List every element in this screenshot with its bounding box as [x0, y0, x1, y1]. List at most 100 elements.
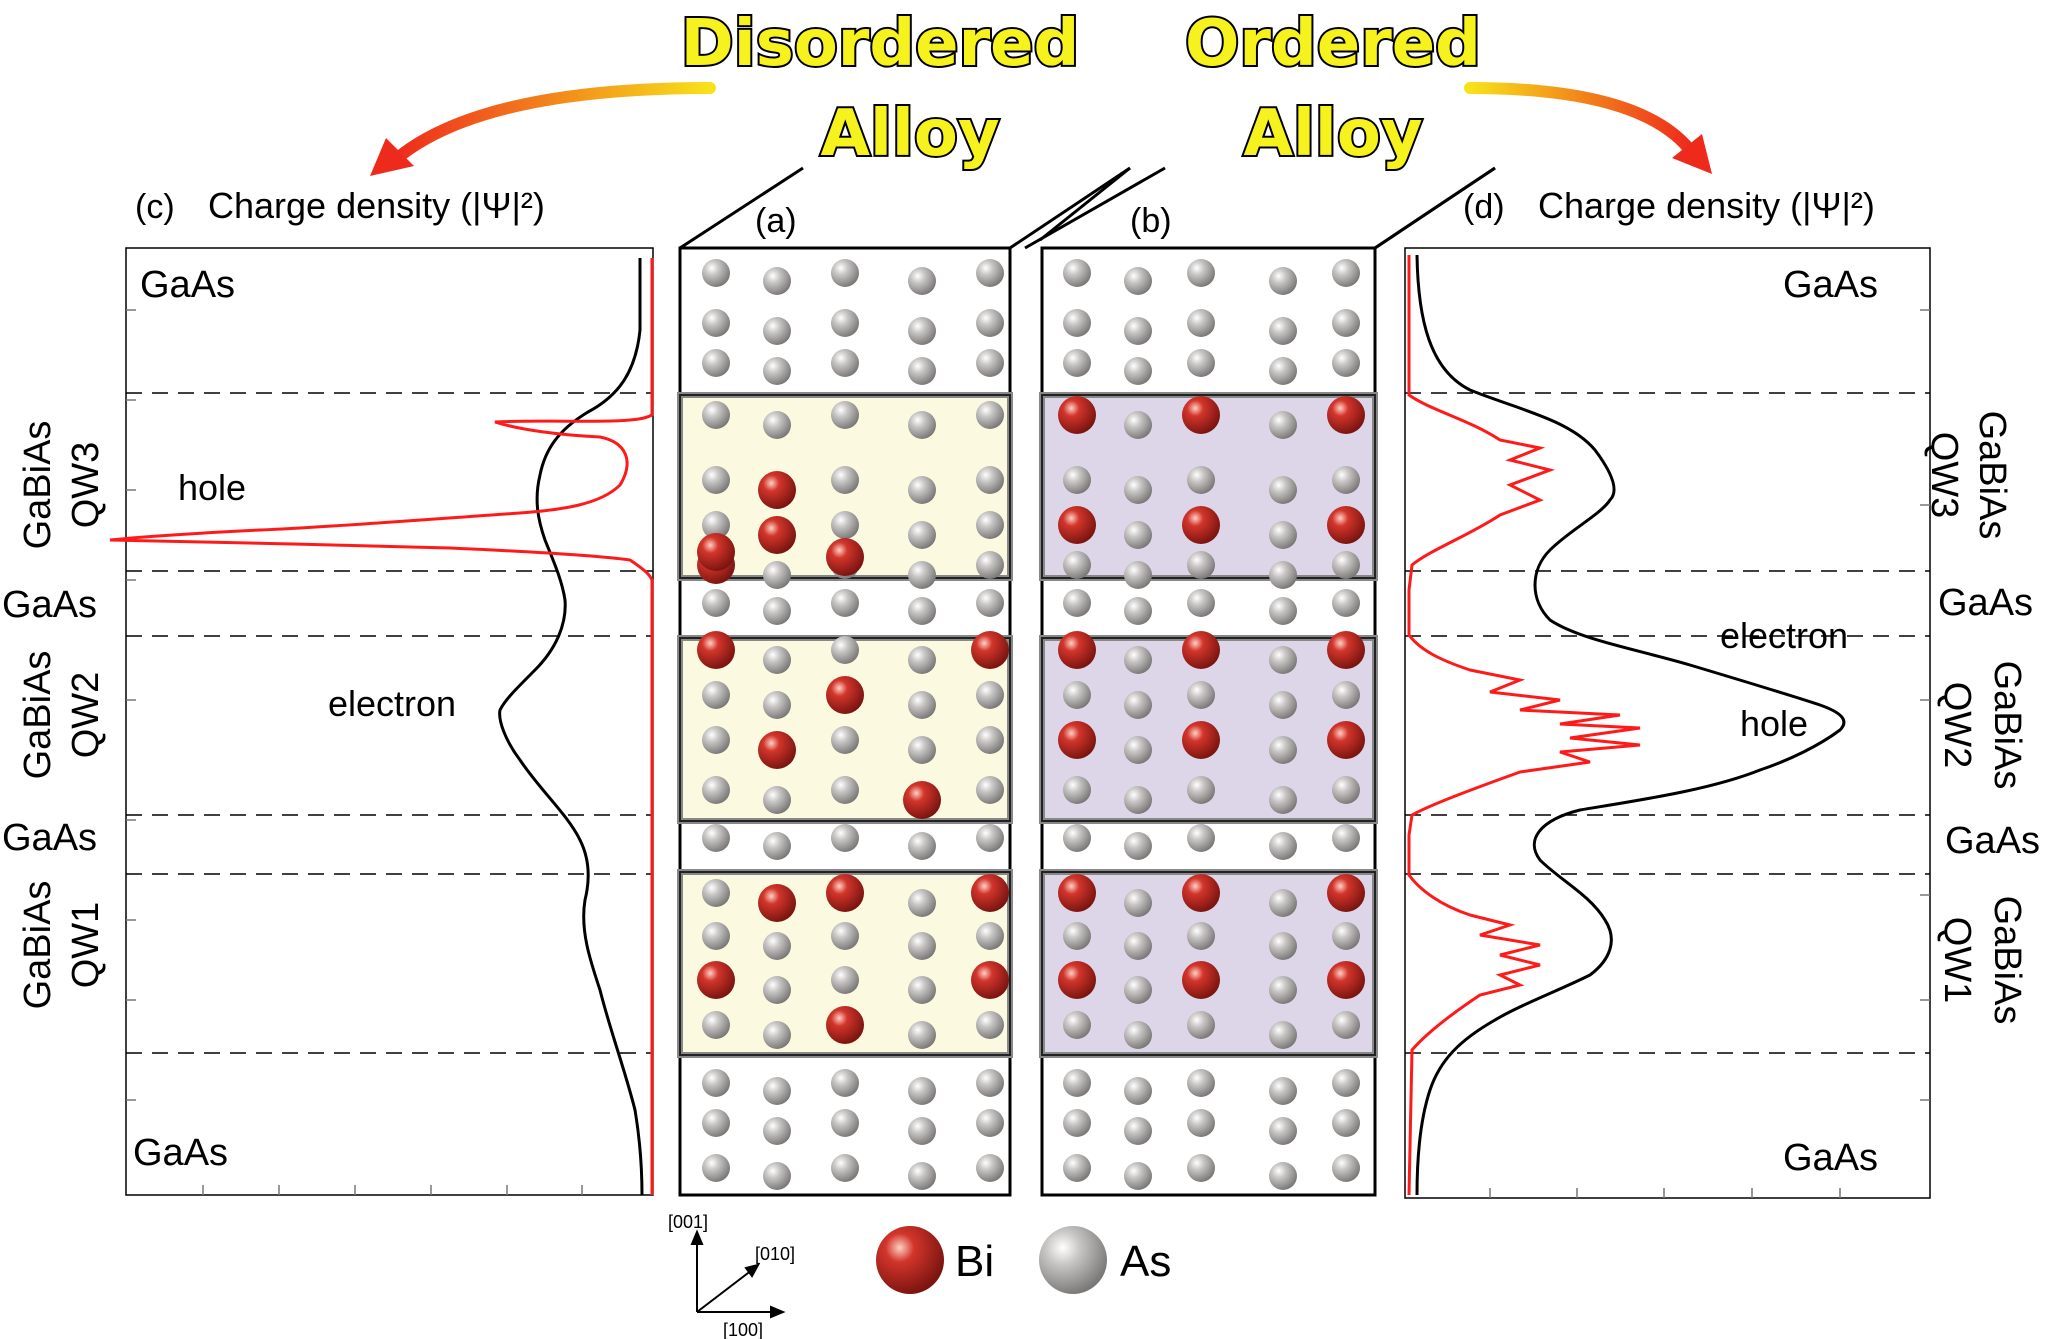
- as-atom: [702, 824, 730, 852]
- bi-atom: [971, 631, 1009, 669]
- title-disordered-alloy: Alloy: [820, 97, 999, 171]
- as-atom: [1187, 1109, 1215, 1137]
- as-atom: [976, 511, 1004, 539]
- as-atom: [763, 561, 791, 589]
- as-atom: [976, 824, 1004, 852]
- bi-atom: [758, 884, 796, 922]
- bi-atom: [697, 533, 735, 571]
- panel-d-electron-curve: [1415, 254, 1846, 1196]
- as-atom: [1124, 1162, 1152, 1190]
- as-atom: [1332, 1109, 1360, 1137]
- bi-atom: [903, 781, 941, 819]
- as-atom: [1063, 259, 1091, 287]
- as-atom: [908, 889, 936, 917]
- panel-c-gaas-top: GaAs: [140, 264, 235, 306]
- as-atom: [1269, 597, 1297, 625]
- as-atom: [908, 976, 936, 1004]
- panel-d-title: Charge density (|Ψ|²): [1538, 185, 1875, 226]
- as-atom: [1332, 1011, 1360, 1039]
- as-atom: [763, 267, 791, 295]
- panel-b-frame-lines: [1024, 166, 1496, 250]
- left-qw2: QW2: [65, 672, 107, 759]
- panel-c-hole-curve: [109, 258, 654, 1195]
- panel-d-frame: [1404, 247, 1931, 1199]
- as-atom: [1124, 932, 1152, 960]
- as-atom: [908, 476, 936, 504]
- axis-100-label: [100]: [723, 1320, 763, 1339]
- as-atom: [976, 726, 1004, 754]
- as-atom: [1187, 1154, 1215, 1182]
- bi-atom: [1327, 961, 1365, 999]
- as-atom: [908, 932, 936, 960]
- as-atom: [1124, 646, 1152, 674]
- as-atom: [1124, 1117, 1152, 1145]
- left-gabias-qw3: GaBiAs: [17, 421, 59, 550]
- right-qw2: QW2: [1936, 682, 1978, 769]
- as-atom: [908, 736, 936, 764]
- as-atom: [1332, 922, 1360, 950]
- as-atom: [702, 776, 730, 804]
- as-atom: [702, 466, 730, 494]
- as-atom: [763, 1162, 791, 1190]
- as-atom: [1063, 1069, 1091, 1097]
- left-gabias-qw1: GaBiAs: [17, 881, 59, 1010]
- as-atom: [831, 349, 859, 377]
- as-atom: [702, 1011, 730, 1039]
- as-atom: [908, 1117, 936, 1145]
- as-atom: [1332, 466, 1360, 494]
- as-atom: [1269, 976, 1297, 1004]
- title-ordered: Ordered: [1185, 7, 1481, 81]
- as-atom: [976, 1011, 1004, 1039]
- as-atom: [1269, 521, 1297, 549]
- as-atom: [702, 1154, 730, 1182]
- title-ordered-alloy: Alloy: [1243, 97, 1422, 171]
- bi-atom: [1058, 506, 1096, 544]
- as-atom: [1269, 1021, 1297, 1049]
- as-atom: [1269, 317, 1297, 345]
- as-atom: [908, 521, 936, 549]
- as-atom: [831, 726, 859, 754]
- as-atom: [1269, 1077, 1297, 1105]
- panel-a-label: (a): [755, 202, 797, 240]
- as-atom: [702, 1069, 730, 1097]
- as-atom: [1269, 476, 1297, 504]
- as-atom: [1332, 681, 1360, 709]
- panel-b-qw1-border: [1041, 871, 1376, 1056]
- as-atom: [763, 411, 791, 439]
- bi-atom: [1182, 874, 1220, 912]
- bi-atom: [1327, 631, 1365, 669]
- as-atom: [976, 1154, 1004, 1182]
- as-atom: [1124, 1021, 1152, 1049]
- as-atom: [1332, 551, 1360, 579]
- as-atom: [1187, 309, 1215, 337]
- bi-atom: [1327, 506, 1365, 544]
- panel-d-hole-curve: [1407, 255, 1641, 1196]
- bi-atom: [1327, 721, 1365, 759]
- right-gabias-qw3: GaBiAs: [1971, 411, 2013, 540]
- as-atom: [1124, 476, 1152, 504]
- bi-atom: [1327, 396, 1365, 434]
- bi-atom: [971, 961, 1009, 999]
- as-atom: [1124, 832, 1152, 860]
- right-gaas-2: GaAs: [1945, 820, 2040, 862]
- panel-a-atoms: [697, 259, 1009, 1190]
- as-atom: [908, 832, 936, 860]
- as-atom: [908, 267, 936, 295]
- as-atom: [702, 681, 730, 709]
- as-atom: [763, 786, 791, 814]
- bi-atom: [826, 1006, 864, 1044]
- panel-d-dividers: [1405, 392, 1930, 1054]
- arrow-to-panel-c: [370, 82, 716, 176]
- as-atom: [702, 1109, 730, 1137]
- as-atom: [831, 776, 859, 804]
- as-atom: [702, 726, 730, 754]
- as-atom: [976, 589, 1004, 617]
- title-disordered: Disordered: [681, 7, 1080, 81]
- legend-bi-atom: [876, 1226, 944, 1294]
- as-atom: [1124, 889, 1152, 917]
- as-atom: [763, 691, 791, 719]
- as-atom: [908, 1021, 936, 1049]
- as-atom: [1187, 551, 1215, 579]
- as-atom: [763, 317, 791, 345]
